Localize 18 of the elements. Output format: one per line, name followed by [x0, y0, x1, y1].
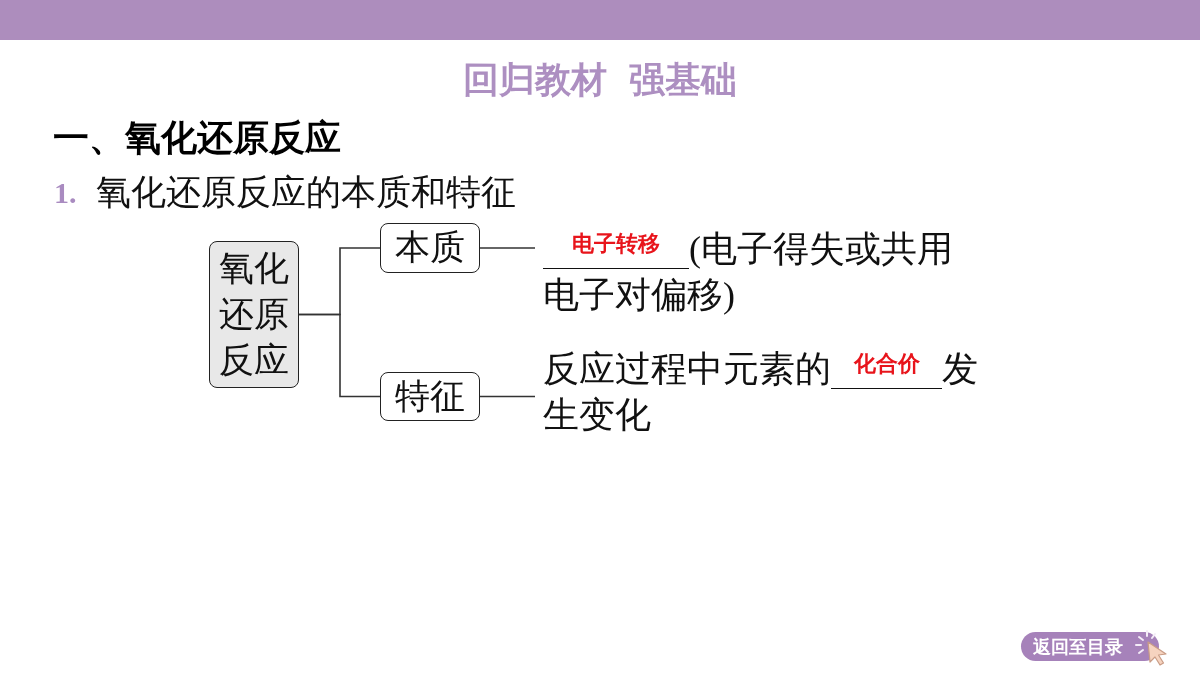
statement-text: 反应过程中元素的 化合价 发生变化 — [542, 348, 979, 437]
fill-in-line: 化合价 — [831, 351, 942, 389]
concept-box — [380, 223, 480, 273]
section-heading: 一、氧化还原反应 — [53, 116, 341, 160]
connector-line — [479, 395, 536, 398]
concept-label: 氧化还原反应 — [219, 247, 289, 382]
concept-label: 本质 — [395, 227, 465, 269]
subheading-text: 氧化还原反应的本质和特征 — [96, 171, 516, 214]
page-title: 回归教材 强基础 — [462, 58, 738, 102]
statement-text: 电子转移 (电子得失或共用电子对偏移) — [542, 228, 954, 317]
nav-button: 返回至目录 — [1021, 632, 1159, 661]
concept-box — [209, 241, 299, 388]
connector-line — [298, 313, 381, 398]
fill-in-line: 电子转移 — [543, 231, 689, 269]
list-number: 1. — [54, 175, 77, 211]
concept-box — [380, 372, 480, 421]
connector-line — [479, 247, 536, 249]
concept-label: 特征 — [395, 375, 465, 418]
